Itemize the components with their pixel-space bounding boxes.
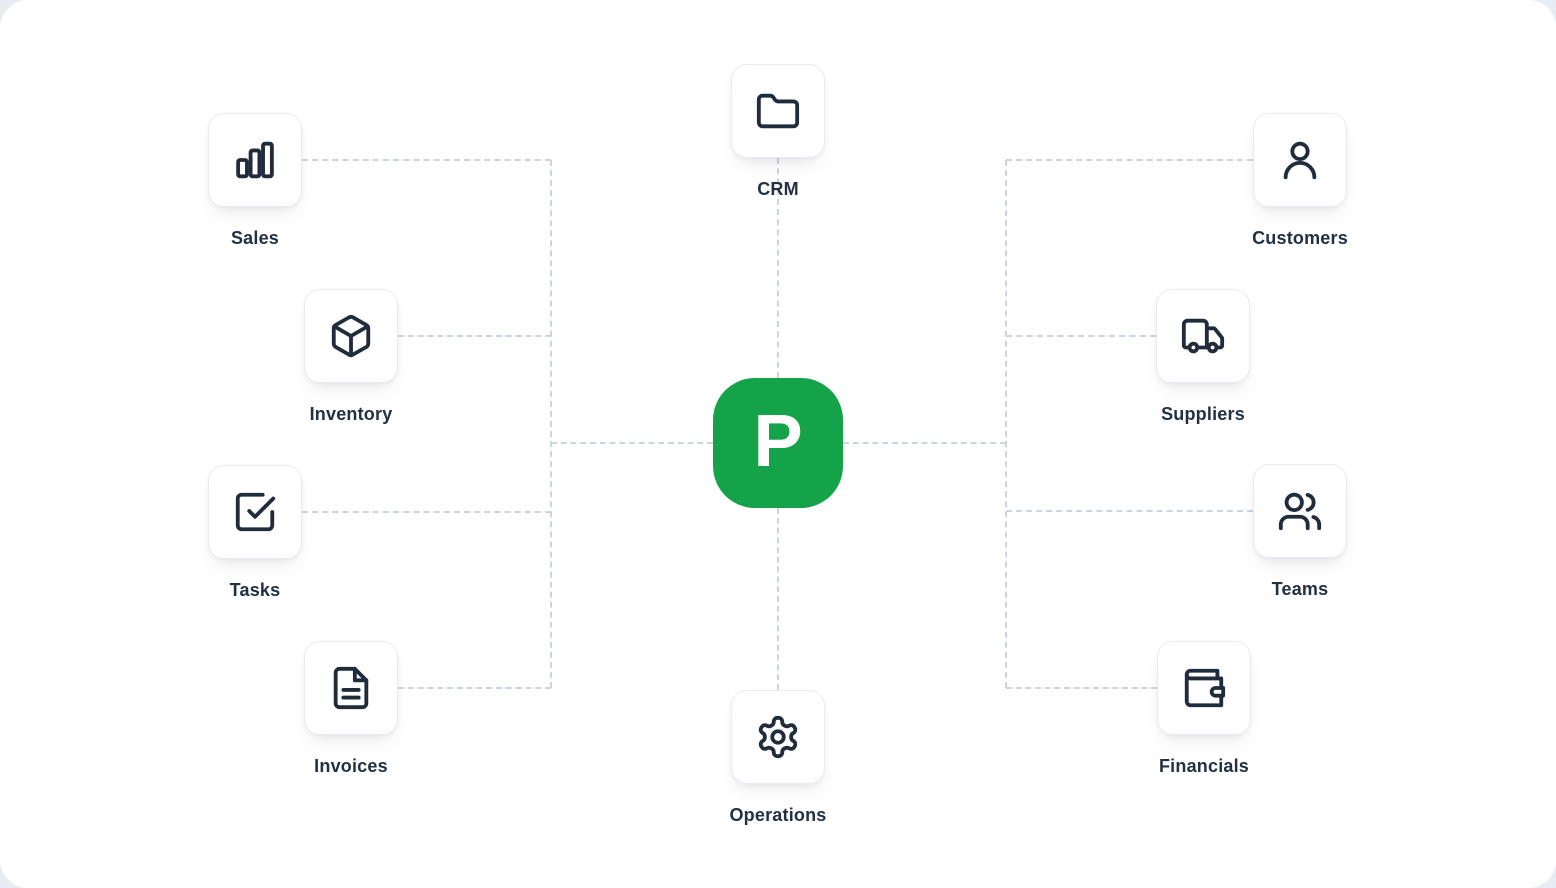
- node-label: Invoices: [314, 756, 388, 776]
- node-label: Tasks: [229, 580, 281, 600]
- teams-card: [1253, 464, 1347, 558]
- crm-card: [731, 64, 825, 158]
- node-customers: Customers: [1252, 113, 1348, 248]
- node-label: Sales: [230, 228, 280, 248]
- connector-line: [302, 511, 551, 513]
- user-icon: [1283, 141, 1317, 180]
- suppliers-card: [1156, 289, 1250, 383]
- connector-line: [777, 508, 779, 690]
- financials-card: [1157, 641, 1251, 735]
- node-label: Financials: [1158, 756, 1250, 776]
- connector-line: [777, 158, 779, 378]
- logo-letter: P: [753, 399, 803, 482]
- connector-line: [398, 687, 551, 689]
- customers-card: [1253, 113, 1347, 207]
- node-teams: Teams: [1253, 464, 1347, 599]
- node-label: Customers: [1252, 228, 1348, 248]
- node-label: Suppliers: [1161, 404, 1245, 424]
- node-financials: Financials: [1157, 641, 1251, 776]
- node-invoices: Invoices: [304, 641, 398, 776]
- users-icon: [1278, 492, 1322, 531]
- connector-line: [302, 159, 551, 161]
- file-text-icon: [333, 666, 369, 710]
- connector-line: [550, 160, 552, 688]
- connector-line: [1005, 160, 1007, 688]
- connector-line: [1006, 510, 1253, 512]
- node-operations: Operations: [729, 690, 826, 825]
- folder-icon: [756, 93, 800, 129]
- wallet-icon: [1184, 668, 1226, 708]
- sales-card: [208, 113, 302, 207]
- node-label: Teams: [1271, 579, 1329, 599]
- node-crm: CRM: [731, 64, 825, 199]
- gear-icon: [758, 715, 798, 759]
- connector-line: [551, 442, 713, 444]
- node-suppliers: Suppliers: [1156, 289, 1250, 424]
- package-icon: [331, 314, 371, 358]
- node-label: Inventory: [309, 404, 393, 424]
- connector-line: [398, 335, 551, 337]
- connector-line: [1006, 159, 1253, 161]
- check-square-icon: [235, 492, 276, 532]
- center-logo: P: [713, 378, 843, 508]
- connector-line: [1006, 687, 1157, 689]
- node-sales: Sales: [208, 113, 302, 248]
- node-inventory: Inventory: [304, 289, 398, 424]
- tasks-card: [208, 465, 302, 559]
- inventory-card: [304, 289, 398, 383]
- invoices-card: [304, 641, 398, 735]
- connector-line: [1006, 335, 1156, 337]
- node-label: Operations: [729, 805, 827, 825]
- operations-card: [731, 690, 825, 784]
- node-label: CRM: [757, 179, 799, 199]
- bar-chart-icon: [236, 141, 274, 179]
- connector-line: [843, 442, 1006, 444]
- truck-icon: [1181, 318, 1225, 354]
- node-tasks: Tasks: [208, 465, 302, 600]
